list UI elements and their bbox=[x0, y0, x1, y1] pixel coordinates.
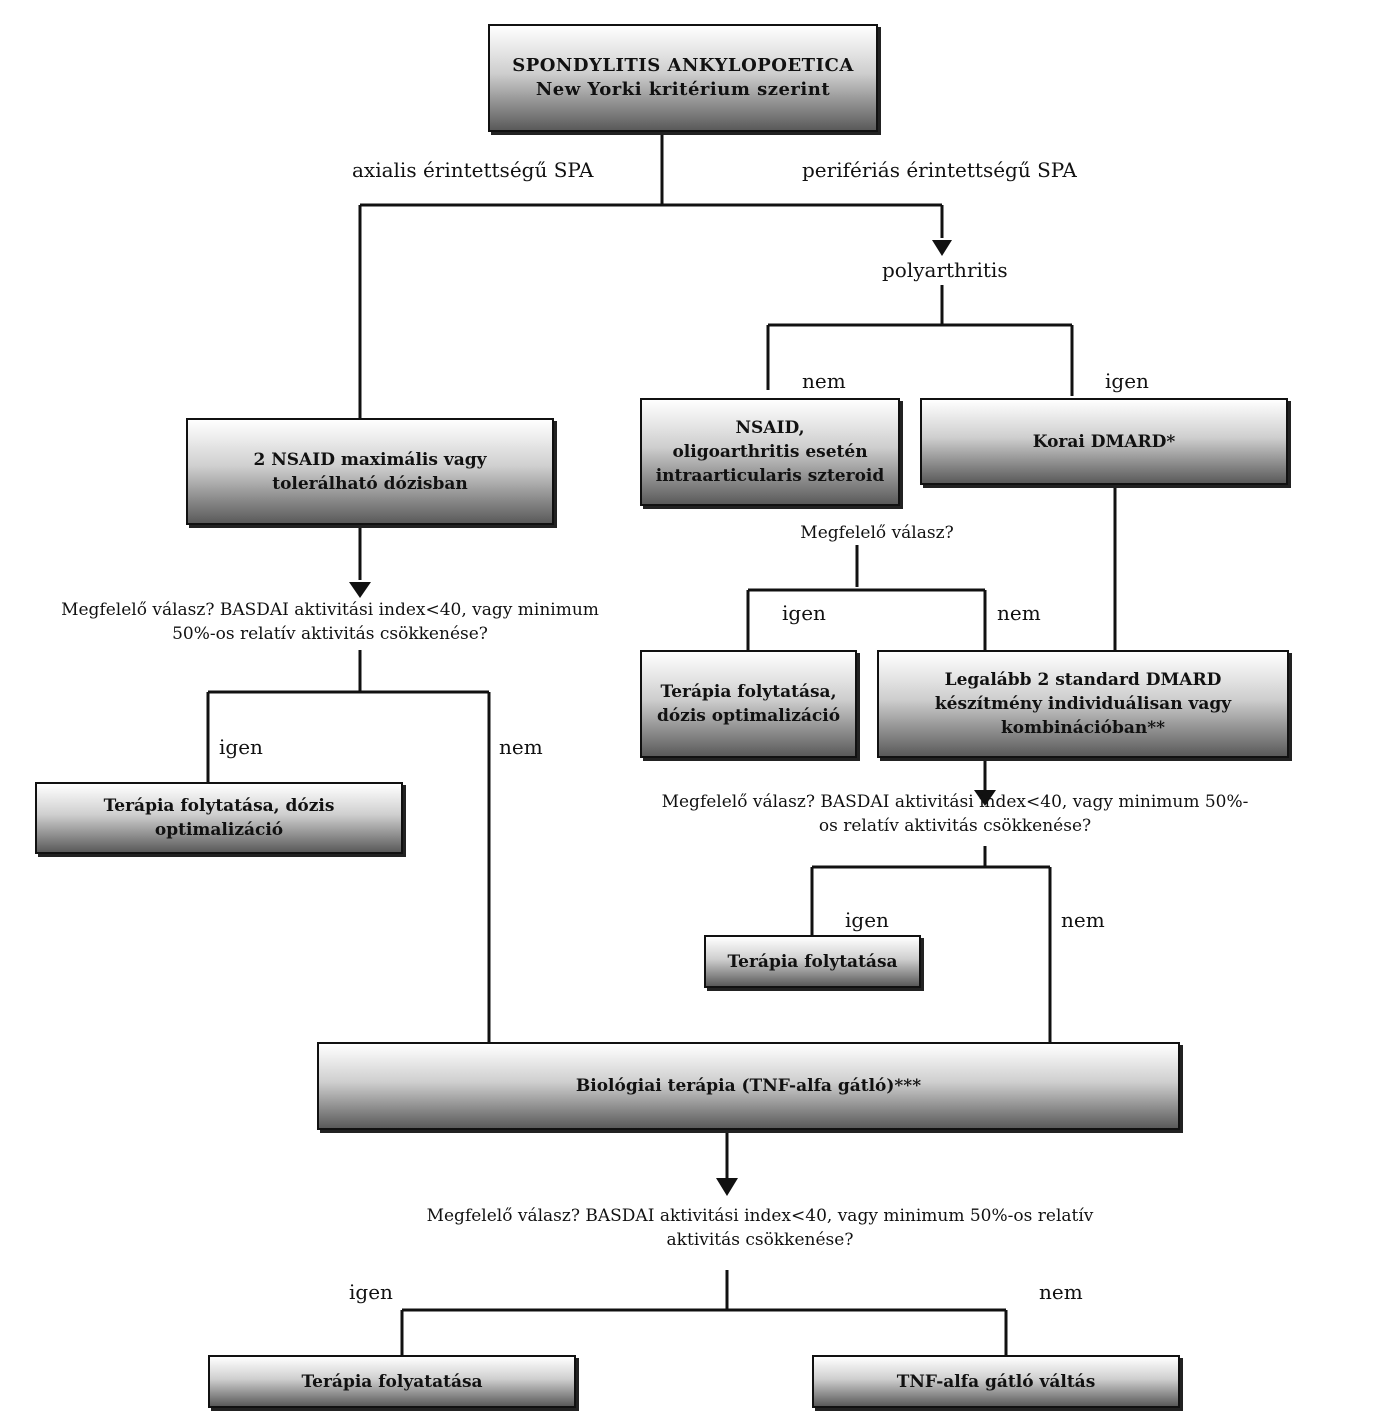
dmard-std-line1: Legalább 2 standard DMARD bbox=[944, 670, 1222, 690]
question-bottom-line2: aktivitás csökkenése? bbox=[666, 1230, 854, 1250]
polyarthritis-label: polyarthritis bbox=[882, 258, 1008, 282]
igen-poly-label: igen bbox=[1105, 369, 1149, 393]
nsaid-oligo-line2: oligoarthritis esetén bbox=[672, 442, 868, 462]
therapy-cont-bottom-label: Terápia folyatatása bbox=[301, 1371, 483, 1392]
start-subtitle: New Yorki kritérium szerint bbox=[535, 79, 831, 100]
therapy-mid-line1: Terápia folytatása, bbox=[660, 682, 837, 702]
dmard-std-line3: kombinációban** bbox=[1000, 718, 1165, 738]
nsaid2-line1: 2 NSAID maximális vagy bbox=[253, 449, 487, 470]
nsaid2-line2: tolerálható dózisban bbox=[272, 473, 468, 494]
nsaid-oligo-line3: intraarticularis szteroid bbox=[655, 466, 885, 486]
tnf-switch-box: TNF-alfa gátló váltás bbox=[812, 1355, 1180, 1408]
question-right: Megfelelő válasz? BASDAI aktivitási inde… bbox=[630, 790, 1280, 838]
therapy-cont-mid-label: Terápia folytatása bbox=[727, 951, 898, 972]
biologic-label: Biológiai terápia (TNF-alfa gátló)*** bbox=[575, 1076, 922, 1096]
question-right-line1: Megfelelő válasz? BASDAI aktivitási inde… bbox=[661, 792, 1249, 812]
korai-dmard-box: Korai DMARD* bbox=[920, 398, 1288, 485]
therapy-mid-box: Terápia folytatása, dózis optimalizáció bbox=[640, 650, 857, 758]
start-title: SPONDYLITIS ANKYLOPOETICA bbox=[512, 55, 854, 76]
biologic-box: Biológiai terápia (TNF-alfa gátló)*** bbox=[317, 1042, 1180, 1130]
nsaid-oligo-line1: NSAID, bbox=[735, 418, 805, 438]
question-right-line2: os relatív aktivitás csökkenése? bbox=[818, 816, 1092, 836]
question-nsaid-oligo: Megfelelő válasz? bbox=[800, 523, 954, 543]
question-left-line1: Megfelelő válasz? BASDAI aktivitási inde… bbox=[61, 600, 599, 620]
dmard-std-box: Legalább 2 standard DMARD készítmény ind… bbox=[877, 650, 1289, 758]
therapy-left-box: Terápia folytatása, dózis optimalizáció bbox=[35, 782, 403, 854]
tnf-switch-label: TNF-alfa gátló váltás bbox=[896, 1371, 1096, 1392]
therapy-left-line2: optimalizáció bbox=[154, 820, 284, 840]
therapy-cont-bottom-box: Terápia folyatatása bbox=[208, 1355, 576, 1408]
nem-dmard-label: nem bbox=[1061, 908, 1105, 932]
therapy-left-line1: Terápia folytatása, dózis bbox=[103, 796, 335, 816]
therapy-cont-mid-box: Terápia folytatása bbox=[704, 935, 921, 988]
question-bottom-line1: Megfelelő válasz? BASDAI aktivitási inde… bbox=[426, 1206, 1094, 1226]
nsaid-oligo-box: NSAID, oligoarthritis esetén intraarticu… bbox=[640, 398, 900, 506]
nem-left-label: nem bbox=[499, 735, 543, 759]
start-box: SPONDYLITIS ANKYLOPOETICA New Yorki krit… bbox=[488, 24, 878, 132]
igen-left-label: igen bbox=[219, 735, 263, 759]
therapy-mid-line2: dózis optimalizáció bbox=[656, 706, 841, 726]
question-left: Megfelelő válasz? BASDAI aktivitási inde… bbox=[20, 598, 640, 646]
nem-bottom-label: nem bbox=[1039, 1280, 1083, 1304]
nem-nsaid-label: nem bbox=[997, 601, 1041, 625]
question-left-line2: 50%-os relatív aktivitás csökkenése? bbox=[172, 624, 488, 644]
dmard-std-line2: készítmény individuálisan vagy bbox=[934, 694, 1232, 714]
nsaid2-box: 2 NSAID maximális vagy tolerálható dózis… bbox=[186, 418, 554, 525]
axial-label: axialis érintettségű SPA bbox=[352, 158, 594, 182]
igen-bottom-label: igen bbox=[349, 1280, 393, 1304]
question-bottom: Megfelelő válasz? BASDAI aktivitási inde… bbox=[380, 1204, 1140, 1252]
nem-poly-label: nem bbox=[802, 369, 846, 393]
igen-nsaid-label: igen bbox=[782, 601, 826, 625]
korai-dmard-label: Korai DMARD* bbox=[1032, 431, 1176, 452]
peripheral-label: perifériás érintettségű SPA bbox=[802, 158, 1077, 182]
igen-dmard-label: igen bbox=[845, 908, 889, 932]
